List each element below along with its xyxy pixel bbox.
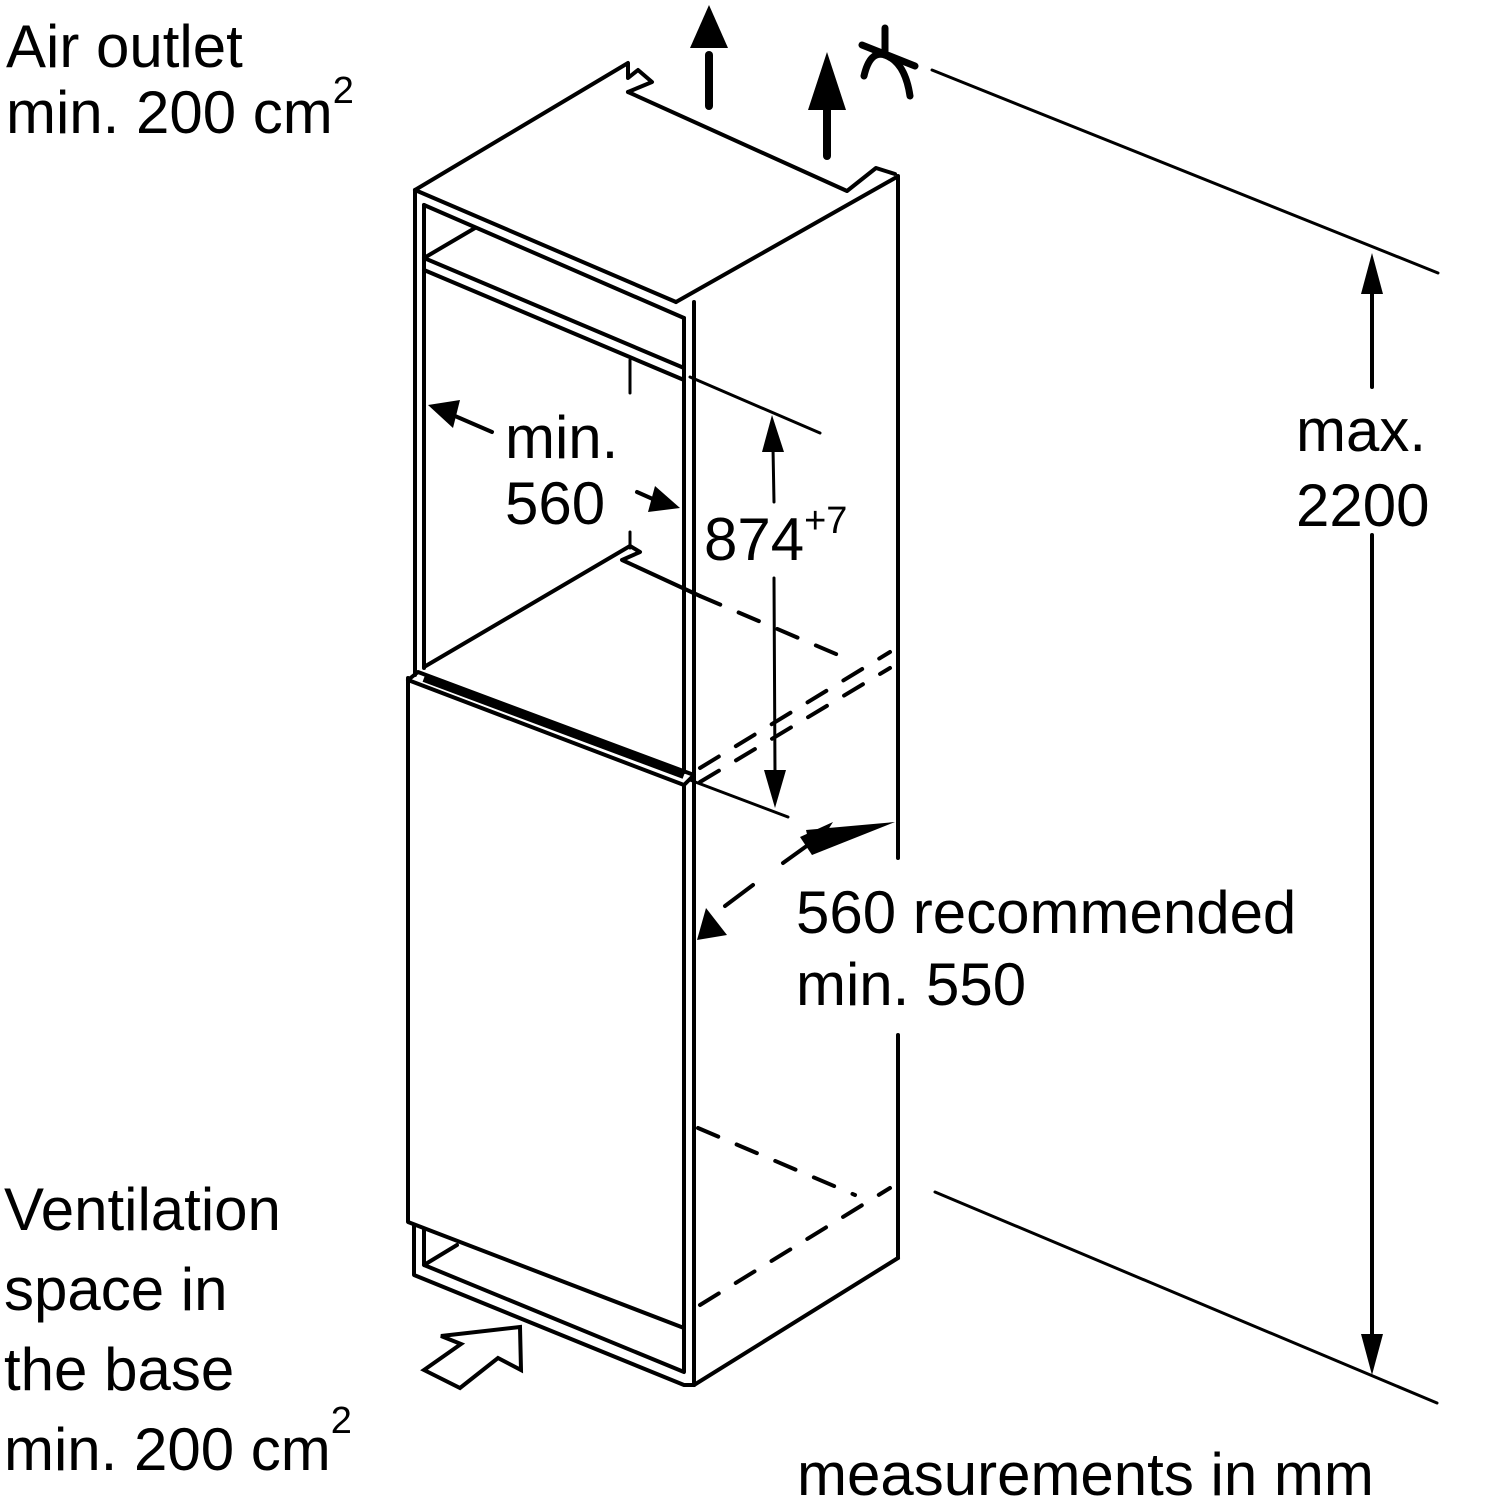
niche-depth-line-lower [723, 883, 755, 908]
niche-height-ext-bottom [688, 778, 790, 819]
wall-hatch-icon [858, 24, 919, 100]
max-height-bottom-extension [933, 1190, 1439, 1405]
niche-height-tolerance: +7 [804, 500, 848, 543]
niche-depth-label: 560 recommended min. 550 [796, 877, 1296, 1021]
niche-width-line2: 560 [505, 470, 606, 537]
door-top-edge-thick [422, 674, 686, 779]
ventilation-line3: the base [4, 1336, 235, 1403]
niche-width-arrow-left [428, 400, 460, 428]
air-outlet-line2: min. 200 cm2 [6, 70, 354, 146]
air-outlet-line1: Air outlet [6, 13, 243, 80]
cabinet-top-front-edge [413, 188, 678, 304]
ventilation-line4: min. 200 cm2 [4, 1400, 352, 1483]
top-rail-depth [422, 226, 477, 260]
max-height-arrow-bottom [1361, 1334, 1383, 1375]
niche-depth-line1: 560 recommended [796, 879, 1297, 946]
cabinet-top-right-edge [674, 176, 897, 304]
cabinet [406, 61, 900, 1387]
niche-depth-arrow-down [697, 908, 727, 940]
niche-depth-line2: min. 550 [796, 951, 1027, 1018]
cabinet-top-left-edge [413, 61, 654, 192]
hollow-arrow-icon [420, 1324, 524, 1391]
max-height-arrow-top [1361, 253, 1383, 294]
niche-width-line1: min. [505, 404, 619, 471]
niche-height-line-upper [771, 446, 776, 504]
plinth-inner [422, 1228, 686, 1374]
plinth-outline [412, 1223, 696, 1387]
max-height-line2: 2200 [1296, 472, 1430, 539]
niche-height-arrow-top [762, 415, 784, 452]
niche-top-edge [422, 268, 686, 382]
ventilation-line1: Ventilation [4, 1176, 281, 1243]
max-height-label: max. 2200 [1296, 393, 1429, 543]
ventilation-line2: space in [4, 1256, 228, 1323]
arrow-up-icon-head [808, 52, 846, 110]
max-height-top-extension [930, 68, 1440, 275]
niche-width-line-left [453, 414, 494, 434]
cabinet-floor-back-dashed [696, 1126, 857, 1197]
plinth-depth [422, 1243, 459, 1267]
niche-bottom-diagonal [422, 544, 632, 669]
cabinet-bottom-right-edge [692, 1256, 900, 1387]
niche-width-dimension [428, 358, 680, 550]
cabinet-floor-front-dashed [698, 1186, 892, 1307]
air-outlet-arrows [690, 5, 846, 160]
niche-height-line-lower [772, 576, 777, 776]
arrow-up-icon-head [690, 5, 728, 48]
niche-depth-dimension [697, 822, 895, 940]
air-outlet-label: Air outlet min. 200 cm2 [6, 14, 354, 146]
niche-height-label: 874+7 [704, 502, 847, 570]
niche-height-value: 874 [704, 506, 805, 573]
niche-depth-arrow-up-tip [806, 822, 895, 855]
cabinet-top-back-edge [626, 90, 897, 193]
niche-width-label: min. 560 [505, 405, 618, 537]
door-outline [406, 676, 686, 1330]
niche-bottom-back [620, 544, 702, 598]
niche-bottom-front-dashed-2 [698, 666, 892, 784]
ventilation-base-label: Ventilation space in the base min. 200 c… [4, 1170, 352, 1490]
niche-height-arrow-bottom [764, 770, 786, 808]
niche-height-ext-top [688, 375, 822, 435]
top-rail-upper [422, 203, 686, 370]
niche-bottom-front-dashed-1 [698, 650, 892, 770]
max-height-line1: max. [1296, 397, 1427, 464]
niche-height-dimension [688, 375, 822, 819]
niche-width-arrow-right [648, 486, 680, 512]
units-note: measurements in mm [797, 1441, 1374, 1508]
max-height-dimension [930, 68, 1440, 1405]
niche-bottom-back-dashed [698, 594, 852, 662]
